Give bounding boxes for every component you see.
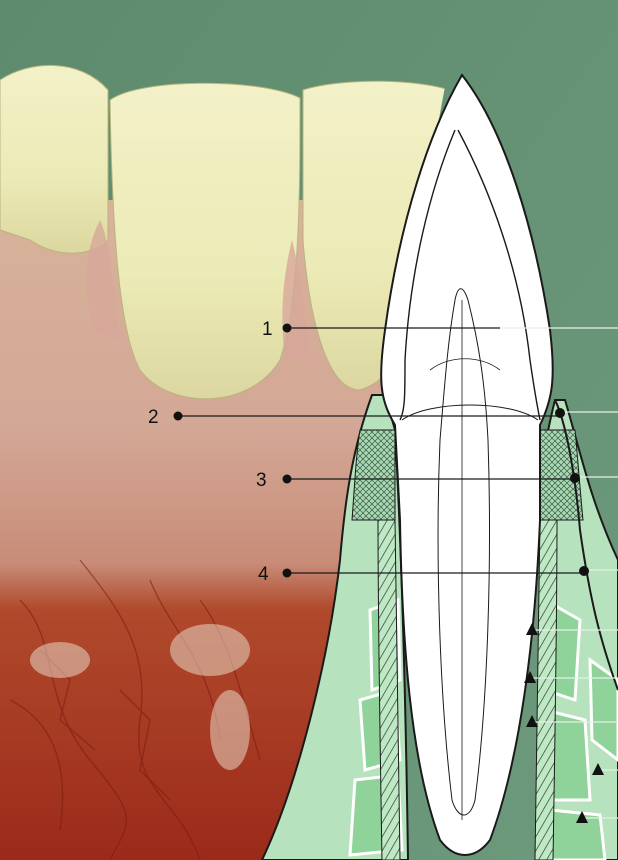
callout-dot-1 — [283, 324, 292, 333]
dot-marker — [555, 408, 565, 418]
callout-label-2: 2 — [148, 407, 159, 428]
dot-marker — [579, 566, 589, 576]
left-tooth — [0, 65, 108, 253]
callout-dot-3 — [283, 475, 292, 484]
callout-dot-4 — [283, 569, 292, 578]
central-tooth — [110, 83, 300, 399]
callout-label-4: 4 — [258, 564, 269, 585]
callout-label-3: 3 — [256, 470, 267, 491]
callout-dot-2 — [174, 412, 183, 421]
dot-marker — [570, 473, 580, 483]
callout-label-1: 1 — [262, 319, 273, 340]
supracrestal-fibers-left — [352, 430, 395, 520]
